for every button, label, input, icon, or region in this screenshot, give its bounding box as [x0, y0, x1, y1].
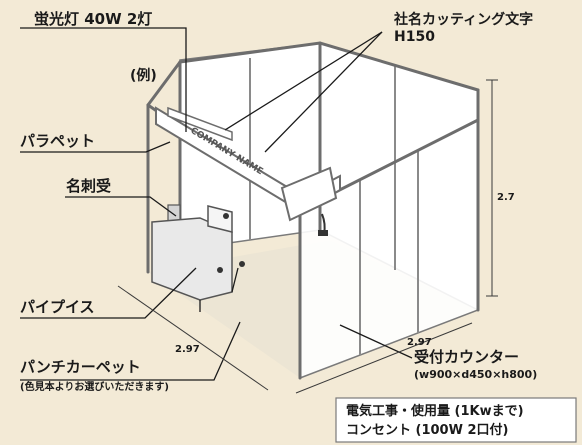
- company-lettering-label: 社名カッティング文字: [393, 11, 533, 28]
- pipe-chair-seat: [151, 217, 233, 301]
- reception-counter: [280, 166, 338, 222]
- parapet-label: パラペット: [20, 132, 95, 150]
- carpet-label: パンチカーペット: [20, 358, 141, 376]
- counter-size: (w900×d450×h800): [414, 368, 537, 381]
- fluorescent-light: [167, 106, 233, 142]
- electrical-note-box: [335, 397, 577, 443]
- counter-label: 受付カウンター: [414, 348, 519, 366]
- electrical-note-line2: コンセント (100W 2口付): [346, 422, 508, 438]
- example-label: (例): [130, 67, 157, 84]
- electrical-note-line1: 電気工事・使用量 (1Kwまで): [346, 403, 524, 419]
- carpet-note: (色見本よりお選びいただきます): [20, 380, 169, 393]
- name-card-holder-label: 名刺受: [66, 177, 111, 195]
- height-dimension: 2.7: [497, 192, 515, 203]
- lettering-height-label: H150: [394, 29, 435, 45]
- light-label: 蛍光灯 40W 2灯: [34, 10, 152, 28]
- pipe-chair-label: パイプイス: [20, 298, 95, 316]
- chair-knob: [223, 213, 229, 219]
- width-dimension-left: 2.97: [175, 344, 200, 355]
- width-dimension-right: 2.97: [407, 337, 432, 348]
